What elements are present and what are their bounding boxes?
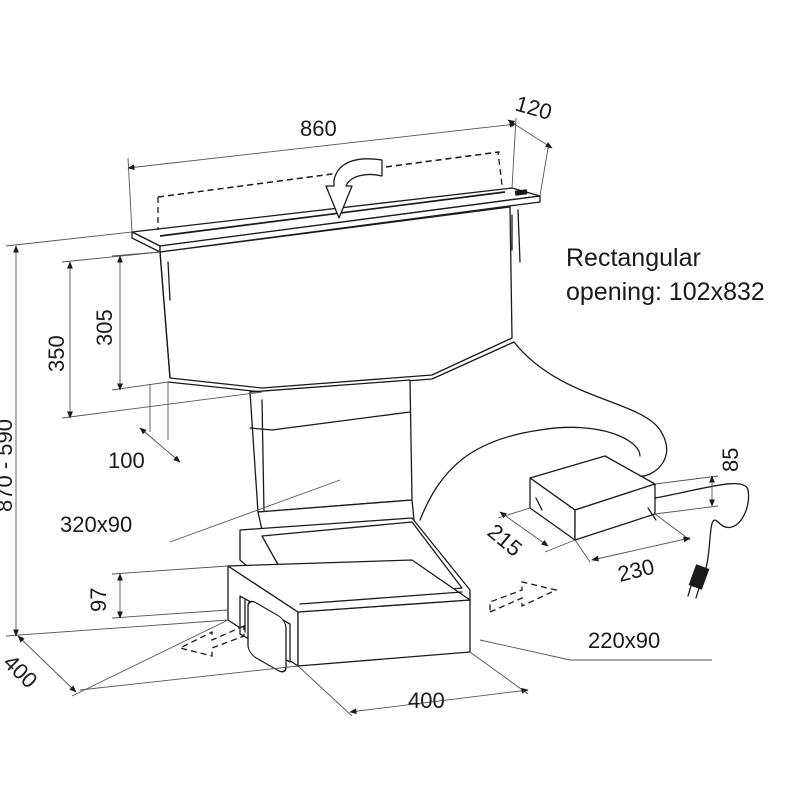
dim-215 <box>497 507 576 553</box>
power-cord <box>654 483 750 569</box>
dim-97 <box>111 565 229 619</box>
dim-label-400-width: 400 <box>408 688 445 713</box>
dim-label-85: 85 <box>718 448 743 472</box>
airflow-left-arrow-icon <box>178 625 245 657</box>
dim-label-350: 350 <box>44 335 69 372</box>
dim-label-400-depth: 400 <box>0 650 42 693</box>
leader-320x90 <box>169 479 341 543</box>
note-line-1: Rectangular <box>566 244 701 272</box>
dim-label-230: 230 <box>615 554 657 587</box>
airflow-right-arrow-icon <box>489 581 558 613</box>
dim-label-870-590: 870 - 590 <box>0 419 17 512</box>
cable <box>513 341 668 477</box>
dim-85 <box>654 475 719 515</box>
leader-220x90 <box>479 639 712 661</box>
dim-label-215: 215 <box>483 519 527 562</box>
dim-230 <box>574 513 691 563</box>
note-line-2: opening: 102x832 <box>566 278 765 306</box>
dim-100 <box>139 382 181 463</box>
base-housing <box>227 517 471 667</box>
dim-305 <box>111 251 169 391</box>
dim-label-320x90: 320x90 <box>60 512 132 537</box>
dim-label-860: 860 <box>300 116 337 141</box>
dim-label-100: 100 <box>108 448 145 473</box>
plug-icon <box>687 564 710 599</box>
dim-400-depth <box>17 619 299 697</box>
duct-cable <box>419 426 641 521</box>
dim-870-590 <box>5 231 229 637</box>
chimney <box>249 379 415 531</box>
dim-label-220x90: 220x90 <box>588 628 660 653</box>
side-outlet <box>239 595 291 673</box>
dim-400-width <box>297 651 529 717</box>
dim-label-305: 305 <box>92 309 117 346</box>
control-panel-icon <box>514 189 528 196</box>
motor-box <box>529 455 657 541</box>
dim-label-97: 97 <box>86 588 111 612</box>
dim-120 <box>507 119 553 197</box>
dim-label-120: 120 <box>513 91 555 125</box>
hood-top-slab <box>131 187 541 253</box>
